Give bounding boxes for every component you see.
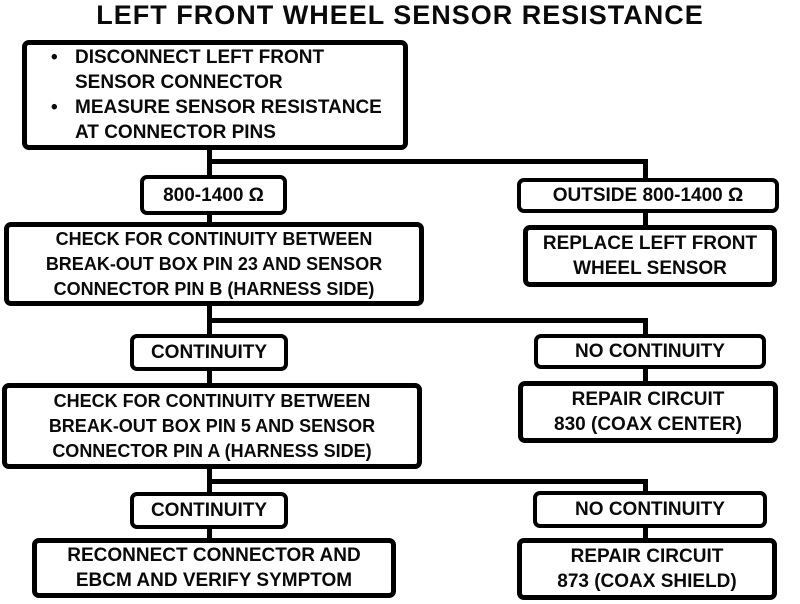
connector-line [207,370,212,385]
connector-line [643,527,648,540]
connector-line [643,368,648,383]
bullet-icon: • [51,97,58,118]
continuity-1-box: CONTINUITY [130,334,288,371]
connector-line [207,528,212,540]
connector-line [207,159,648,164]
result-in-range-box: 800-1400 Ω [140,175,287,215]
no-continuity-2-box: NO CONTINUITY [533,491,767,528]
bullet-icon: • [51,47,58,68]
no-continuity-1-box: NO CONTINUITY [534,334,766,369]
continuity-2-label: CONTINUITY [150,500,268,521]
connector-line [207,213,212,224]
result-out-of-range-label: OUTSIDE 800-1400 Ω [552,185,744,206]
connector-line [643,318,648,336]
connector-line [643,211,648,227]
connector-line [643,159,648,180]
result-out-of-range-box: OUTSIDE 800-1400 Ω [517,178,779,213]
no-continuity-2-label: NO CONTINUITY [575,499,725,520]
connector-line [643,479,648,493]
continuity-2-box: CONTINUITY [130,492,288,529]
no-continuity-1-label: NO CONTINUITY [575,341,725,362]
connector-line [207,318,648,323]
page-title: LEFT FRONT WHEEL SENSOR RESISTANCE [96,0,704,30]
connector-line [207,479,648,484]
result-in-range-label: 800-1400 Ω [163,184,264,206]
continuity-1-label: CONTINUITY [150,342,268,363]
